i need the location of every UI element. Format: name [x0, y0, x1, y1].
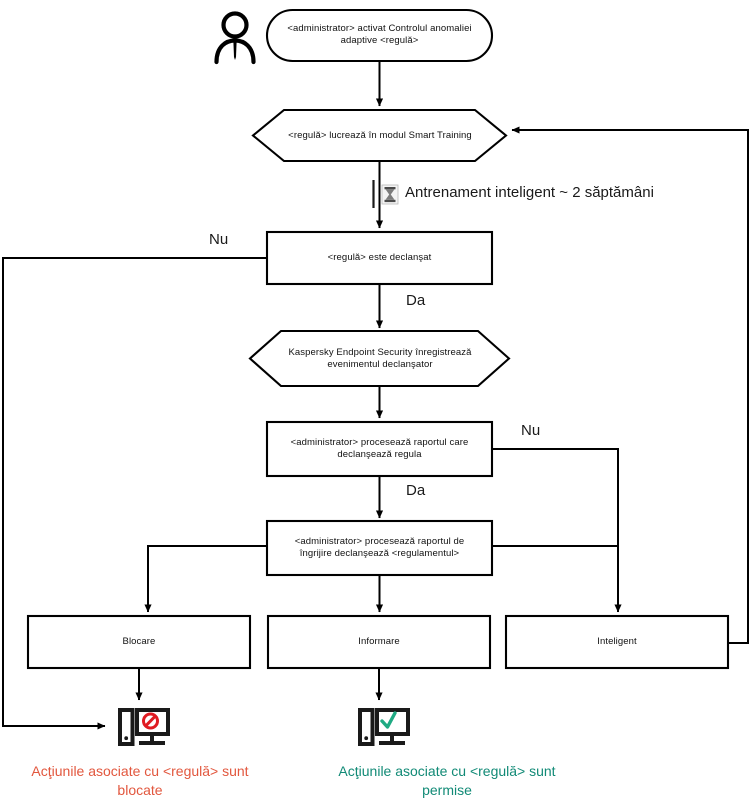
edge-no-rule-triggered — [2, 257, 267, 730]
node-start — [265, 8, 494, 63]
node-admin-processes-care-report — [265, 519, 494, 577]
person-icon — [214, 11, 256, 65]
edge-label-no-admin-report: Nu — [521, 422, 541, 439]
edge-label-yes-rule-triggered: Da — [406, 292, 426, 309]
hourglass-icon — [381, 184, 399, 205]
outcome-allowed-label: Acţiunile asociate cu <regulă> sunt perm… — [338, 763, 556, 798]
node-rule-triggered — [265, 230, 494, 286]
node-action-inform — [266, 614, 492, 670]
node-admin-processes-report — [265, 420, 494, 478]
edge-label-no-rule-triggered: Nu — [209, 231, 229, 248]
outcome-blocked-label: Acţiunile asociate cu <regulă> sunt bloc… — [31, 763, 249, 798]
monitor-blocked-icon — [118, 708, 170, 746]
note-training-duration: Antrenament inteligent ~ 2 săptămâni — [405, 184, 654, 201]
edge-care-report-to-block — [144, 545, 267, 613]
node-kes-registers — [248, 329, 511, 388]
edge-label-yes-admin-report: Da — [406, 482, 426, 499]
edge-smart-loop-back — [511, 126, 749, 644]
monitor-allowed-icon — [358, 708, 410, 746]
edge-no-admin-report — [492, 448, 622, 613]
node-smart-training — [251, 108, 508, 163]
node-action-smart — [504, 614, 730, 670]
node-action-block — [26, 614, 252, 670]
